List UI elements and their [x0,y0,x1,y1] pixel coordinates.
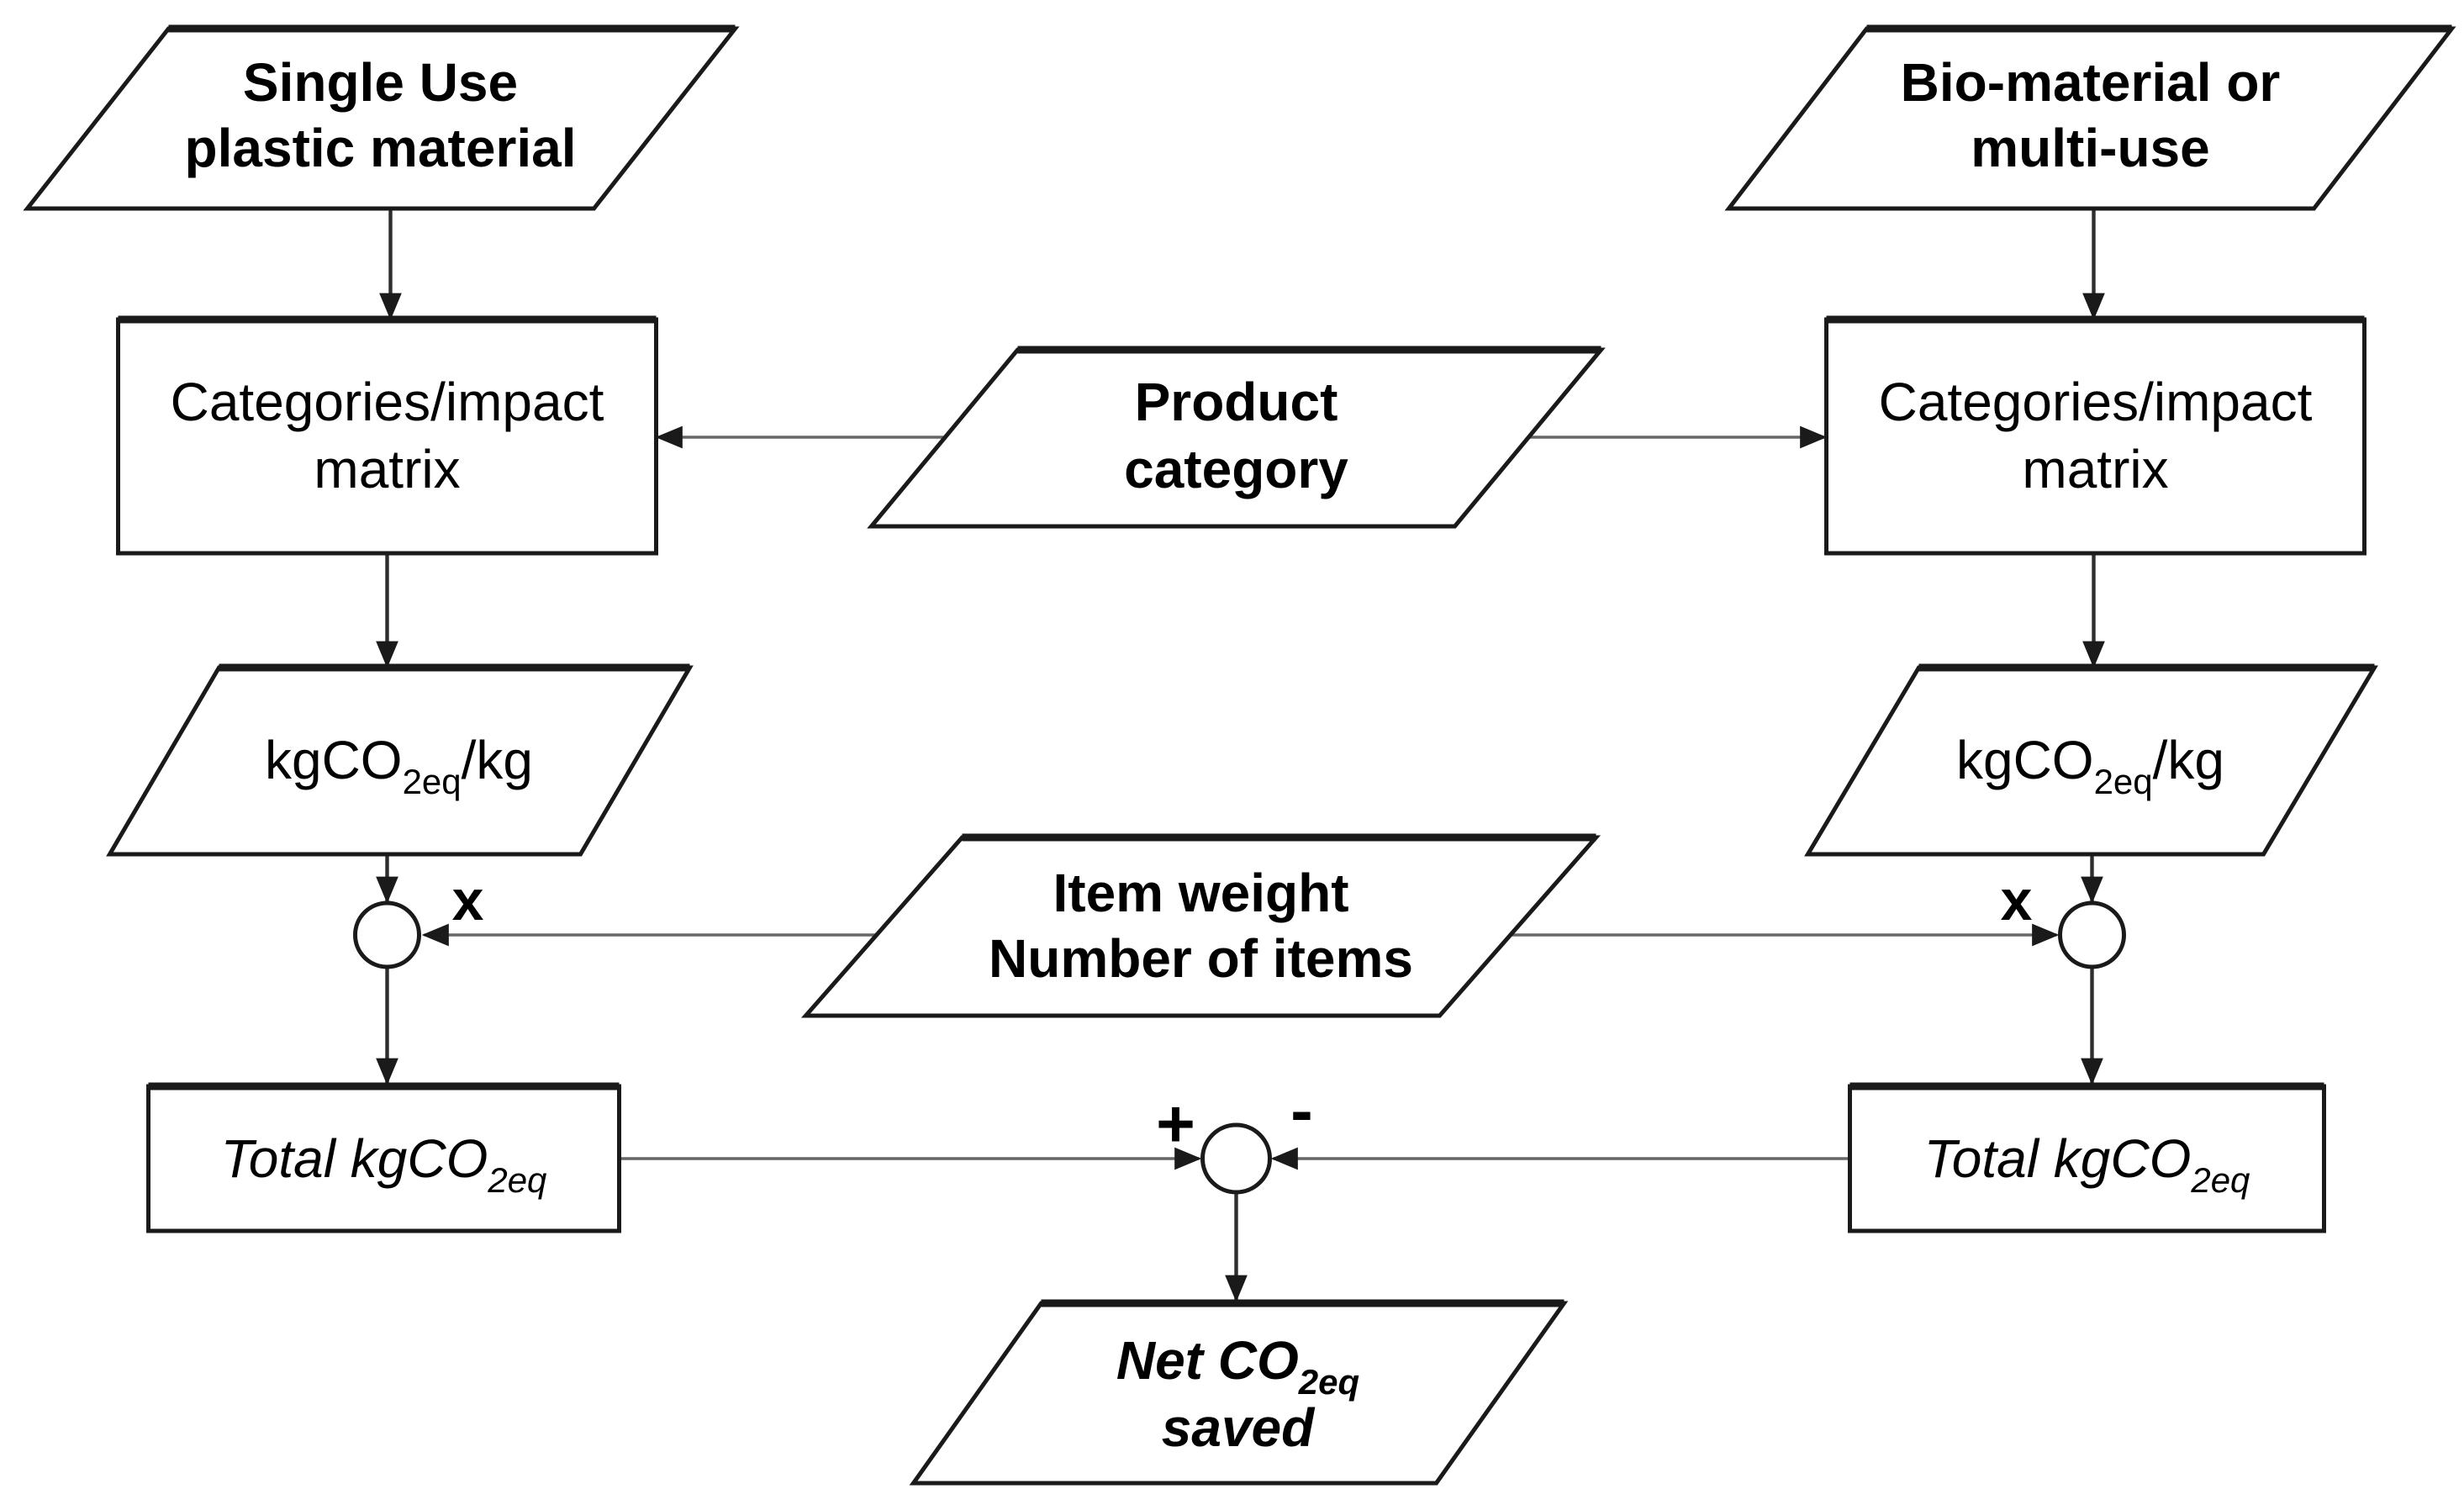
kgco2-right-label: kgCO2eq/kg [1956,730,2224,801]
kgco2-left-suffix: /kg [462,730,533,790]
node-total-kgco2-left [146,1084,621,1233]
total-right-subscript: 2eq [2190,1160,2250,1200]
net-saved-label-line2: saved [1162,1397,1316,1458]
product-category-label-line2: category [1124,439,1348,499]
categories-left-label-line1: Categories/impact [171,372,604,432]
total-right-prefix: Total kgCO [1924,1128,2192,1189]
categories-right-label-line2: matrix [2022,439,2168,499]
total-left-label: Total kgCO2eq [221,1128,547,1200]
item-weight-label-line2: Number of items [989,928,1413,989]
net-saved-prefix: Net CO [1116,1330,1299,1391]
total-left-subscript: 2eq [487,1160,547,1200]
item-weight-label-line1: Item weight [1053,863,1348,923]
kgco2-right-subscript: 2eq [2094,762,2153,801]
kgco2-left-label: kgCO2eq/kg [265,730,533,801]
categories-right-label-line1: Categories/impact [1879,372,2313,432]
single-use-label-line2: plastic material [185,118,577,178]
multiply-symbol-left: x [452,869,484,932]
single-use-label-line1: Single Use [243,52,518,113]
node-total-kgco2-right [1848,1084,2326,1233]
bio-material-label-line1: Bio-material or [1901,52,2281,113]
plus-symbol: + [1156,1086,1195,1161]
bio-material-label-line2: multi-use [1971,118,2209,178]
node-categories-matrix-right [1824,317,2366,556]
kgco2-left-prefix: kgCO [265,730,403,790]
multiply-node-left [353,900,421,969]
multiply-symbol-right: x [2001,869,2033,932]
categories-left-label-line2: matrix [314,439,460,499]
kgco2-left-subscript: 2eq [403,762,462,801]
node-categories-matrix-left [116,317,658,556]
product-category-label-line1: Product [1135,372,1338,432]
net-saved-subscript: 2eq [1298,1362,1359,1402]
multiply-node-right [2058,900,2126,969]
sum-node [1200,1122,1272,1195]
net-saved-label-line1: Net CO2eq [1116,1330,1359,1402]
total-right-label: Total kgCO2eq [1924,1128,2250,1200]
kgco2-right-suffix: /kg [2153,730,2224,790]
minus-symbol: - [1290,1073,1313,1148]
total-left-prefix: Total kgCO [221,1128,488,1189]
kgco2-right-prefix: kgCO [1956,730,2094,790]
